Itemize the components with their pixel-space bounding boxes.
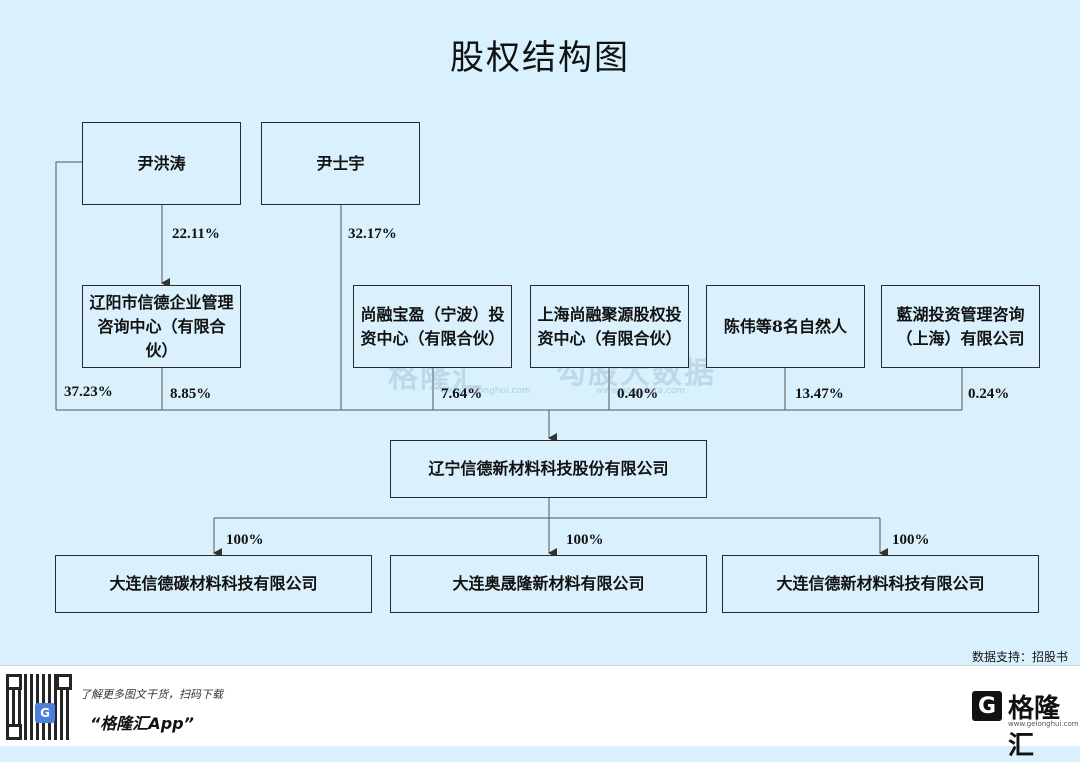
footer-banner: G 了解更多图文干货，扫码下载 “格隆汇App” G 格隆汇 www.gelon…: [0, 665, 1080, 761]
node-lanhu: 藍湖投资管理咨询（上海）有限公司: [881, 285, 1040, 368]
pct-chen-wei: 13.47%: [795, 386, 844, 402]
node-yin-hongtao: 尹洪涛: [82, 122, 241, 205]
chart-title: 股权结构图: [450, 38, 630, 78]
node-label: 尹洪涛: [137, 153, 186, 173]
data-source-note: 数据支持：招股书: [971, 650, 1068, 664]
pct-sub3: 100%: [892, 532, 930, 548]
qr-code-icon[interactable]: G: [6, 674, 72, 740]
node-label: 尹士宇: [316, 153, 365, 173]
node-liaoyang: 辽阳市信德企业管理咨询中心（有限合伙）: [82, 285, 241, 368]
node-label: 辽宁信德新材料科技股份有限公司: [428, 459, 669, 478]
pct-shangrong-baoying: 7.64%: [441, 386, 483, 402]
node-shanghai-shangrong: 上海尚融聚源股权投资中心（有限合伙）: [530, 285, 689, 368]
node-chen-wei: 陈伟等8名自然人: [706, 285, 865, 368]
pct-sub2: 100%: [566, 532, 604, 548]
footer-logo-url: www.gelonghui.com: [1008, 720, 1079, 728]
node-company: 辽宁信德新材料科技股份有限公司: [390, 440, 707, 498]
pct-hongtao-liaoyang: 22.11%: [172, 226, 220, 242]
gelonghui-logo-icon: G: [972, 691, 1002, 721]
footer-app-name: “格隆汇App”: [90, 714, 194, 733]
pct-lanhu: 0.24%: [968, 386, 1010, 402]
node-yin-shiyu: 尹士宇: [261, 122, 420, 205]
watermark-data-url: www.gogudata.com: [596, 386, 686, 396]
node-label: 上海尚融聚源股权投资中心（有限合伙）: [537, 304, 682, 348]
qr-logo-icon: G: [35, 703, 55, 723]
pct-sub1: 100%: [226, 532, 264, 548]
node-sub3: 大连信德新材料科技有限公司: [722, 555, 1039, 613]
node-label: 大连信德碳材料科技有限公司: [109, 574, 318, 593]
pct-shanghai-shangrong: 0.40%: [617, 386, 659, 402]
pct-liaoyang-company: 8.85%: [170, 386, 212, 402]
pct-hongtao-company: 37.23%: [64, 384, 113, 400]
footer-promo-text: 了解更多图文干货，扫码下载: [80, 688, 223, 701]
edge-hongtao-company: [55, 161, 82, 410]
node-label: 大连信德新材料科技有限公司: [776, 574, 985, 593]
watermark-brand-url: www.gelonghui.com: [440, 386, 531, 396]
node-label: 尚融宝盈（宁波）投资中心（有限合伙）: [360, 304, 505, 348]
node-sub1: 大连信德碳材料科技有限公司: [55, 555, 372, 613]
node-label: 藍湖投资管理咨询（上海）有限公司: [896, 304, 1025, 348]
pct-shiyu-company: 32.17%: [348, 226, 397, 242]
node-shangrong-baoying: 尚融宝盈（宁波）投资中心（有限合伙）: [353, 285, 512, 368]
node-sub2: 大连奥晟隆新材料有限公司: [390, 555, 707, 613]
node-label: 大连奥晟隆新材料有限公司: [452, 574, 645, 593]
node-label: 辽阳市信德企业管理咨询中心（有限合伙）: [89, 292, 234, 360]
connector-lines: [55, 161, 963, 558]
node-label: 陈伟等8名自然人: [723, 316, 848, 336]
